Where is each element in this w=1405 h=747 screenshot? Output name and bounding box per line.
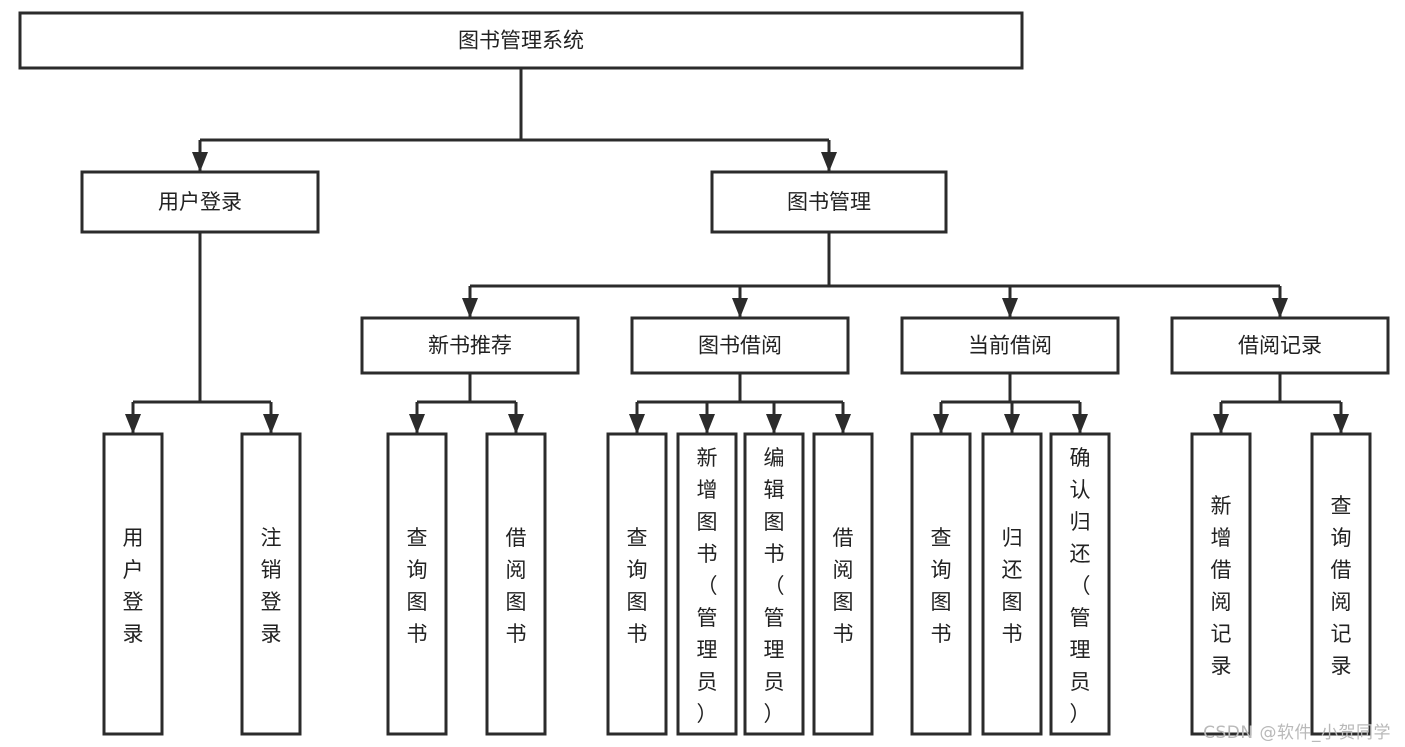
node-leaf-return-book[interactable]: 归还图书 (981, 432, 1043, 736)
node-leaf-add-book[interactable]: 新增图书（管理员） (676, 432, 738, 736)
edge-arrowhead (1072, 414, 1088, 434)
node-leaf-add-record[interactable]: 新增借阅记录 (1190, 432, 1252, 736)
edge-arrowhead (1333, 414, 1349, 434)
edge-arrowhead (462, 298, 478, 318)
node-book-manage[interactable]: 图书管理 (710, 170, 948, 234)
node-label-book-manage: 图书管理 (787, 190, 871, 214)
edges-layer (125, 68, 1349, 434)
node-label-borrow-record: 借阅记录 (1238, 334, 1322, 358)
node-label-leaf-add-record: 新增借阅记录 (1211, 494, 1232, 678)
node-label-leaf-query-book-3: 查询图书 (931, 526, 952, 646)
nodes-layer: 图书管理系统用户登录图书管理新书推荐图书借阅当前借阅借阅记录用户登录注销登录查询… (18, 11, 1390, 736)
node-leaf-confirm-return[interactable]: 确认归还（管理员） (1049, 432, 1111, 736)
edge-arrowhead (821, 152, 837, 172)
edge-arrowhead (835, 414, 851, 434)
node-leaf-edit-book[interactable]: 编辑图书（管理员） (743, 432, 805, 736)
edge-group-from-user-login (125, 232, 279, 434)
node-box-leaf-query-book-2[interactable] (606, 432, 668, 736)
edge-arrowhead (192, 152, 208, 172)
node-current-borrow[interactable]: 当前借阅 (900, 316, 1120, 375)
edge-arrowhead (732, 298, 748, 318)
node-label-leaf-edit-book: 编辑图书（管理员） (764, 446, 785, 726)
edge-arrowhead (1213, 414, 1229, 434)
node-box-leaf-user-login[interactable] (102, 432, 164, 736)
node-new-book-recommend[interactable]: 新书推荐 (360, 316, 580, 375)
edge-group-from-root (192, 68, 837, 172)
node-box-leaf-add-book[interactable] (676, 432, 738, 736)
node-label-leaf-query-book-2: 查询图书 (627, 526, 648, 646)
node-box-leaf-add-record[interactable] (1190, 432, 1252, 736)
edge-arrowhead (766, 414, 782, 434)
node-box-leaf-borrow-book-1[interactable] (485, 432, 547, 736)
node-box-leaf-logout[interactable] (240, 432, 302, 736)
node-label-leaf-query-book-1: 查询图书 (407, 526, 428, 646)
node-label-book-borrow: 图书借阅 (698, 334, 782, 358)
node-box-new-book-recommend[interactable] (360, 316, 580, 375)
node-box-leaf-query-record[interactable] (1310, 432, 1372, 736)
node-leaf-logout[interactable]: 注销登录 (240, 432, 302, 736)
node-box-current-borrow[interactable] (900, 316, 1120, 375)
node-box-leaf-borrow-book-2[interactable] (812, 432, 874, 736)
edge-arrowhead (629, 414, 645, 434)
node-box-book-borrow[interactable] (630, 316, 850, 375)
node-root[interactable]: 图书管理系统 (18, 11, 1024, 70)
node-label-current-borrow: 当前借阅 (968, 334, 1052, 358)
edge-arrowhead (699, 414, 715, 434)
node-box-leaf-return-book[interactable] (981, 432, 1043, 736)
edge-group-from-current-borrow (933, 373, 1088, 434)
edge-arrowhead (263, 414, 279, 434)
node-leaf-borrow-book-1[interactable]: 借阅图书 (485, 432, 547, 736)
node-leaf-query-book-3[interactable]: 查询图书 (910, 432, 972, 736)
node-label-leaf-query-record: 查询借阅记录 (1331, 494, 1352, 678)
edge-arrowhead (1002, 298, 1018, 318)
edge-arrowhead (933, 414, 949, 434)
node-label-leaf-user-login: 用户登录 (123, 526, 144, 646)
node-label-new-book-recommend: 新书推荐 (428, 334, 512, 358)
node-borrow-record[interactable]: 借阅记录 (1170, 316, 1390, 375)
node-label-leaf-add-book: 新增图书（管理员） (697, 446, 718, 726)
node-leaf-query-record[interactable]: 查询借阅记录 (1310, 432, 1372, 736)
node-box-book-manage[interactable] (710, 170, 948, 234)
node-user-login[interactable]: 用户登录 (80, 170, 320, 234)
edge-arrowhead (508, 414, 524, 434)
edge-group-from-new-book-recommend (409, 373, 524, 434)
node-box-root[interactable] (18, 11, 1024, 70)
edge-group-from-borrow-record (1213, 373, 1349, 434)
edge-arrowhead (409, 414, 425, 434)
node-box-leaf-query-book-3[interactable] (910, 432, 972, 736)
node-leaf-query-book-1[interactable]: 查询图书 (386, 432, 448, 736)
edge-group-from-book-borrow (629, 373, 851, 434)
node-leaf-query-book-2[interactable]: 查询图书 (606, 432, 668, 736)
node-box-leaf-query-book-1[interactable] (386, 432, 448, 736)
node-label-leaf-return-book: 归还图书 (1002, 526, 1023, 646)
node-box-borrow-record[interactable] (1170, 316, 1390, 375)
node-box-leaf-edit-book[interactable] (743, 432, 805, 736)
node-label-leaf-borrow-book-1: 借阅图书 (506, 526, 527, 646)
edge-arrowhead (1004, 414, 1020, 434)
watermark-label: CSDN @软件_小贺同学 (1203, 723, 1391, 743)
node-leaf-user-login[interactable]: 用户登录 (102, 432, 164, 736)
edge-arrowhead (125, 414, 141, 434)
node-book-borrow[interactable]: 图书借阅 (630, 316, 850, 375)
node-box-leaf-confirm-return[interactable] (1049, 432, 1111, 736)
node-label-user-login: 用户登录 (158, 190, 242, 214)
edge-arrowhead (1272, 298, 1288, 318)
node-label-root: 图书管理系统 (458, 29, 584, 53)
node-box-user-login[interactable] (80, 170, 320, 234)
node-leaf-borrow-book-2[interactable]: 借阅图书 (812, 432, 874, 736)
node-label-leaf-borrow-book-2: 借阅图书 (833, 526, 854, 646)
node-label-leaf-confirm-return: 确认归还（管理员） (1070, 446, 1091, 726)
edge-group-from-book-manage (462, 232, 1288, 318)
node-label-leaf-logout: 注销登录 (261, 526, 282, 646)
